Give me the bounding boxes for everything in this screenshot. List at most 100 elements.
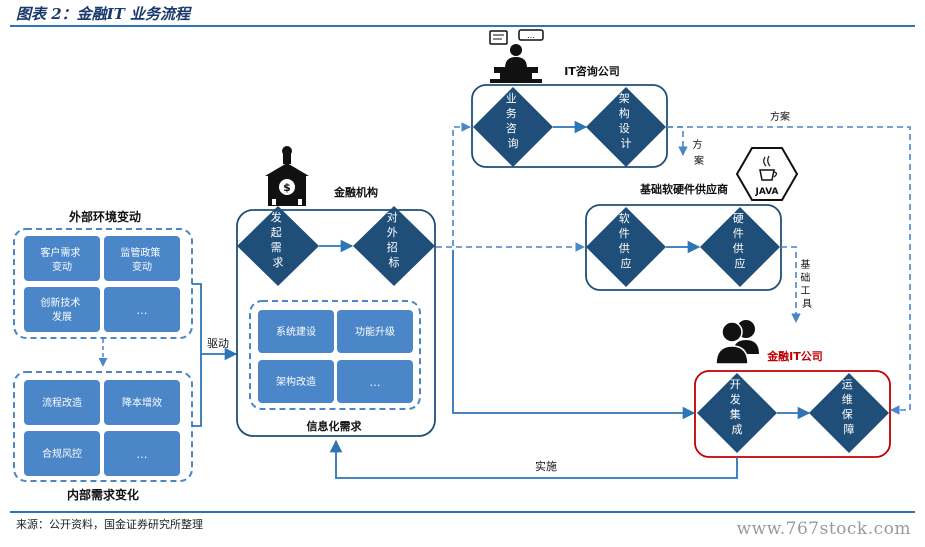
tools-c2: 础	[800, 272, 810, 284]
internal-item-4	[104, 431, 180, 476]
finance-d2-c4: 标	[389, 255, 400, 269]
drive-bracket	[192, 283, 202, 427]
consult-container	[471, 84, 668, 168]
itco-d2-c3: 保	[842, 407, 853, 421]
external-item-3	[24, 287, 100, 332]
finance-diamond-1-text: 发 起 需 求	[271, 210, 286, 269]
supplier-title: 基础软硬件供应商	[639, 182, 728, 196]
internal-item-3	[24, 431, 100, 476]
consult-d2-c2: 构	[619, 106, 630, 120]
supplier-d2-c3: 供	[733, 241, 744, 255]
consult-d1-c3: 咨	[506, 121, 517, 135]
consult-diamond-2-text: 架 构 设 计	[619, 92, 634, 150]
plan-top-label: 方案	[770, 110, 790, 123]
finance-d2-c2: 外	[387, 226, 398, 239]
needs-item-1	[258, 310, 334, 353]
people-icon	[715, 320, 759, 365]
finance-d2-c3: 招	[387, 240, 398, 254]
needs-item-4-text: …	[370, 376, 381, 389]
tools-c4: 具	[802, 298, 812, 310]
plan-mid-label: 方 案	[692, 138, 705, 167]
consult-d1-c4: 询	[508, 137, 519, 150]
tender-to-consult-arrow	[452, 122, 471, 246]
external-item-3-text: 创新技术 发展	[40, 296, 83, 323]
supplier-d1-c3: 供	[619, 241, 630, 255]
tools-c1: 基	[800, 258, 810, 271]
needs-item-3-text: 架构改造	[276, 375, 316, 388]
external-title: 外部环境变动	[69, 209, 141, 224]
internal-item-1	[24, 380, 100, 425]
plan-mid-c2: 案	[694, 154, 704, 167]
itco-d1-c3: 集	[730, 407, 741, 421]
supplier-d1-c2: 件	[619, 227, 630, 240]
external-item-1-line1: 客户需求	[40, 246, 80, 259]
supplier-d2-c2: 件	[733, 227, 744, 240]
needs-title: 信息化需求	[307, 419, 363, 433]
supplier-d1-c4: 应	[621, 256, 632, 270]
itco-d1-c1: 开	[730, 378, 741, 391]
itco-d1-c4: 成	[732, 423, 743, 436]
implement-label: 实施	[535, 459, 557, 473]
consult-d2-c1: 架	[619, 92, 630, 105]
itco-diamond-1	[697, 373, 777, 453]
finance-title: 金融机构	[333, 185, 378, 199]
itco-title: 金融IT公司	[766, 349, 823, 363]
finance-diamond-2-text: 对 外 招 标	[387, 210, 402, 269]
finance-d1-c2: 起	[271, 226, 282, 239]
finance-d1-c1: 发	[271, 210, 282, 224]
finance-d1-c4: 求	[273, 256, 284, 269]
external-item-4-text: …	[137, 304, 148, 317]
external-item-4	[104, 287, 180, 332]
supplier-diamond-1-text: 软 件 供 应	[619, 211, 634, 270]
bottom-rule	[10, 511, 915, 513]
itco-d1-c2: 发	[730, 392, 741, 406]
itco-d2-c1: 运	[842, 378, 853, 391]
internal-title: 内部需求变化	[67, 487, 139, 502]
tools-arrow	[781, 246, 801, 323]
internal-item-3-text: 合规风控	[42, 447, 82, 460]
consult-diamond-1	[473, 87, 553, 167]
itco-diamond-2-text: 运 维 保 障	[842, 378, 857, 436]
source-note: 来源：公开资料，国金证券研究所整理	[16, 518, 203, 531]
external-item-2-line2: 变动	[132, 260, 152, 273]
tools-label: 基 础 工 具	[800, 258, 813, 310]
external-item-3-line1: 创新技术	[40, 296, 80, 309]
itco-diamond-2	[809, 373, 889, 453]
supplier-d2-c4: 应	[735, 256, 746, 270]
external-item-2-text: 监管政策 变动	[120, 246, 163, 273]
external-item-1	[24, 236, 100, 281]
finance-diamond-1	[237, 206, 319, 286]
needs-item-1-text: 系统建设	[276, 325, 316, 338]
external-item-1-text: 客户需求 变动	[40, 246, 83, 273]
internal-item-4-text: …	[137, 448, 148, 461]
internal-item-1-text: 流程改造	[42, 396, 82, 409]
supplier-d2-c1: 硬	[733, 212, 744, 225]
external-item-2	[104, 236, 180, 281]
design-to-supplier-arrow	[667, 126, 688, 156]
tools-c3: 工	[800, 286, 810, 297]
bank-icon: $	[265, 146, 309, 206]
svg-text:…: …	[527, 31, 535, 40]
finance-diamond-2	[353, 206, 435, 286]
needs-item-2-text: 功能升级	[355, 325, 395, 338]
consultant-icon: …	[489, 29, 544, 83]
internal-item-2	[104, 380, 180, 425]
watermark: www.767stock.com	[736, 519, 911, 539]
needs-item-3	[258, 360, 334, 403]
internal-item-2-text: 降本增效	[122, 396, 162, 409]
external-item-1-line2: 变动	[52, 260, 72, 273]
consult-diamond-2	[586, 87, 666, 167]
supplier-d1-c1: 软	[619, 211, 630, 225]
needs-group	[249, 300, 421, 410]
finance-d1-c3: 需	[271, 241, 282, 254]
top-rule	[10, 25, 915, 27]
consult-d1-c2: 务	[506, 107, 517, 120]
svg-text:$: $	[283, 181, 291, 194]
design-to-itco-arrow	[667, 126, 911, 415]
finance-d2-c1: 对	[387, 210, 398, 224]
plan-mid-c1: 方	[692, 138, 702, 151]
consult-d2-c4: 计	[621, 137, 632, 150]
needs-item-2	[337, 310, 413, 353]
external-item-2-line1: 监管政策	[120, 246, 160, 259]
